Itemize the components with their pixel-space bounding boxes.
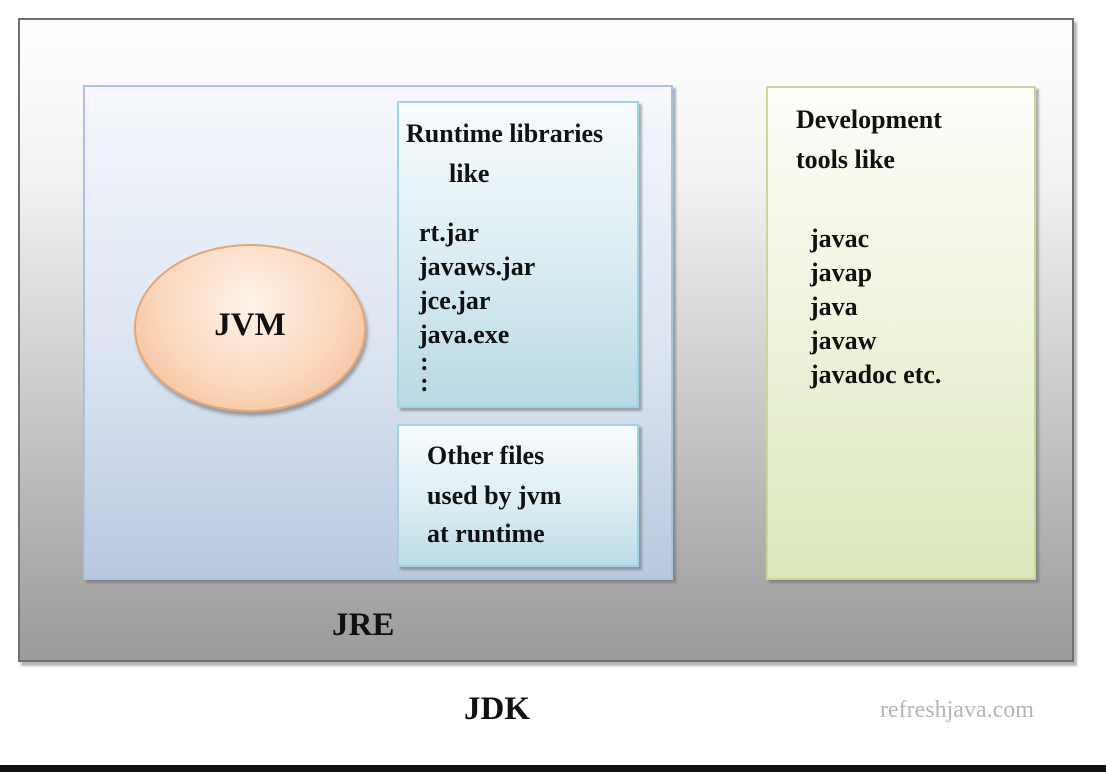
runtime-libraries-heading: Runtime libraries <box>406 119 604 148</box>
jdk-label: JDK <box>464 691 530 727</box>
jvm-ellipse: JVM <box>134 244 366 412</box>
jvm-label: JVM <box>214 306 286 343</box>
development-tool-item: javadoc etc. <box>810 360 942 389</box>
runtime-libraries-box <box>397 101 639 408</box>
watermark: refreshjava.com <box>880 697 1034 723</box>
runtime-library-item: rt.jar <box>419 218 479 247</box>
development-tool-item: java <box>810 292 858 321</box>
bottom-border <box>0 765 1106 772</box>
runtime-library-ellipsis: : <box>420 347 429 376</box>
development-tool-item: javaw <box>810 326 877 355</box>
development-tool-item: javap <box>810 258 873 287</box>
development-tools-heading-like: tools like <box>796 145 895 174</box>
runtime-library-item: java.exe <box>419 320 510 349</box>
runtime-library-item: jce.jar <box>419 286 491 315</box>
other-files-text: Other files <box>427 441 545 470</box>
runtime-library-ellipsis: : <box>420 368 429 397</box>
jre-label: JRE <box>332 607 395 643</box>
other-files-text: used by jvm <box>427 481 562 510</box>
development-tool-item: javac <box>810 224 870 253</box>
other-files-box <box>397 424 639 567</box>
development-tools-heading: Development <box>796 105 942 134</box>
runtime-library-item: javaws.jar <box>419 252 536 281</box>
development-tools-box <box>766 86 1036 580</box>
runtime-libraries-heading-like: like <box>449 159 490 188</box>
other-files-text: at runtime <box>427 519 545 548</box>
